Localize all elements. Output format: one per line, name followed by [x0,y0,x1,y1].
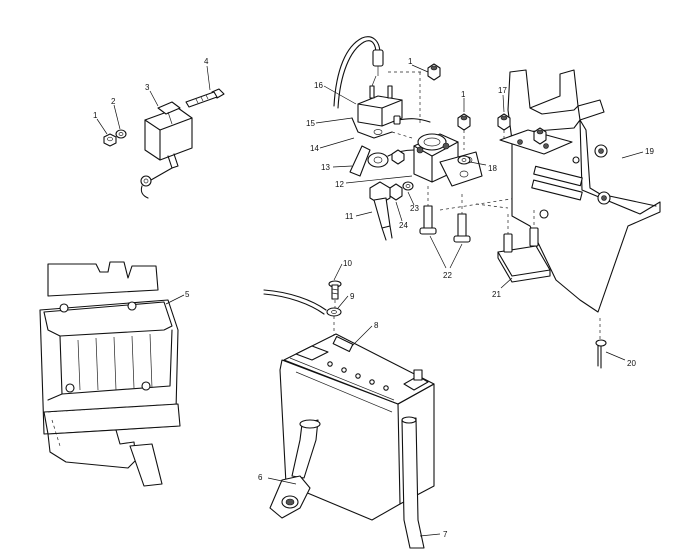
mounting-bracket-group [497,69,661,369]
nut-part-1 [103,133,117,147]
cable-part-7 [401,416,425,549]
callout-6: 6 [258,473,263,482]
bolt-part-10 [328,280,342,300]
callout-17: 17 [498,86,507,95]
battery-box-part-5 [39,261,185,487]
callout-19: 19 [645,147,654,156]
callout-1: 1 [93,111,98,120]
callout-22: 22 [443,271,452,280]
callout-1: 1 [461,90,466,99]
callout-1: 1 [408,57,413,66]
callout-3: 3 [145,83,150,92]
callout-11: 11 [345,212,354,221]
solenoid-part-12 [413,133,483,187]
callout-14: 14 [310,144,319,153]
starter-solenoid-group [315,36,531,269]
callout-labels: 1 1 1 2 3 4 5 6 7 8 9 10 11 12 13 14 15 … [93,57,654,539]
callout-8: 8 [374,321,379,330]
callout-10: 10 [343,259,352,268]
cable-boot-part-13 [349,145,415,177]
callout-13: 13 [321,163,330,172]
callout-24: 24 [399,221,408,230]
callout-23: 23 [410,204,419,213]
cable-part-11 [369,181,393,241]
battery-group [263,263,441,549]
pin-part-20 [595,318,607,369]
callout-16: 16 [314,81,323,90]
cable-part-6 [269,419,321,519]
relay-part-16 [357,75,403,127]
screws-part-22 [419,186,471,243]
relay-module-part-3 [140,101,193,199]
washer-part-2 [115,129,127,139]
callout-9: 9 [350,292,355,301]
mounting-bracket-part-19 [497,69,661,313]
callout-2: 2 [111,97,116,106]
relay-module-group [96,65,225,199]
callout-5: 5 [185,290,190,299]
terminal-nut-part-1 [427,63,441,81]
bolt-part-4 [185,88,225,108]
callout-4: 4 [204,57,209,66]
callout-12: 12 [335,180,344,189]
callout-21: 21 [492,290,501,299]
callout-15: 15 [306,119,315,128]
callout-20: 20 [627,359,636,368]
hold-down-part-21 [497,210,551,283]
callout-7: 7 [443,530,448,539]
callout-18: 18 [488,164,497,173]
